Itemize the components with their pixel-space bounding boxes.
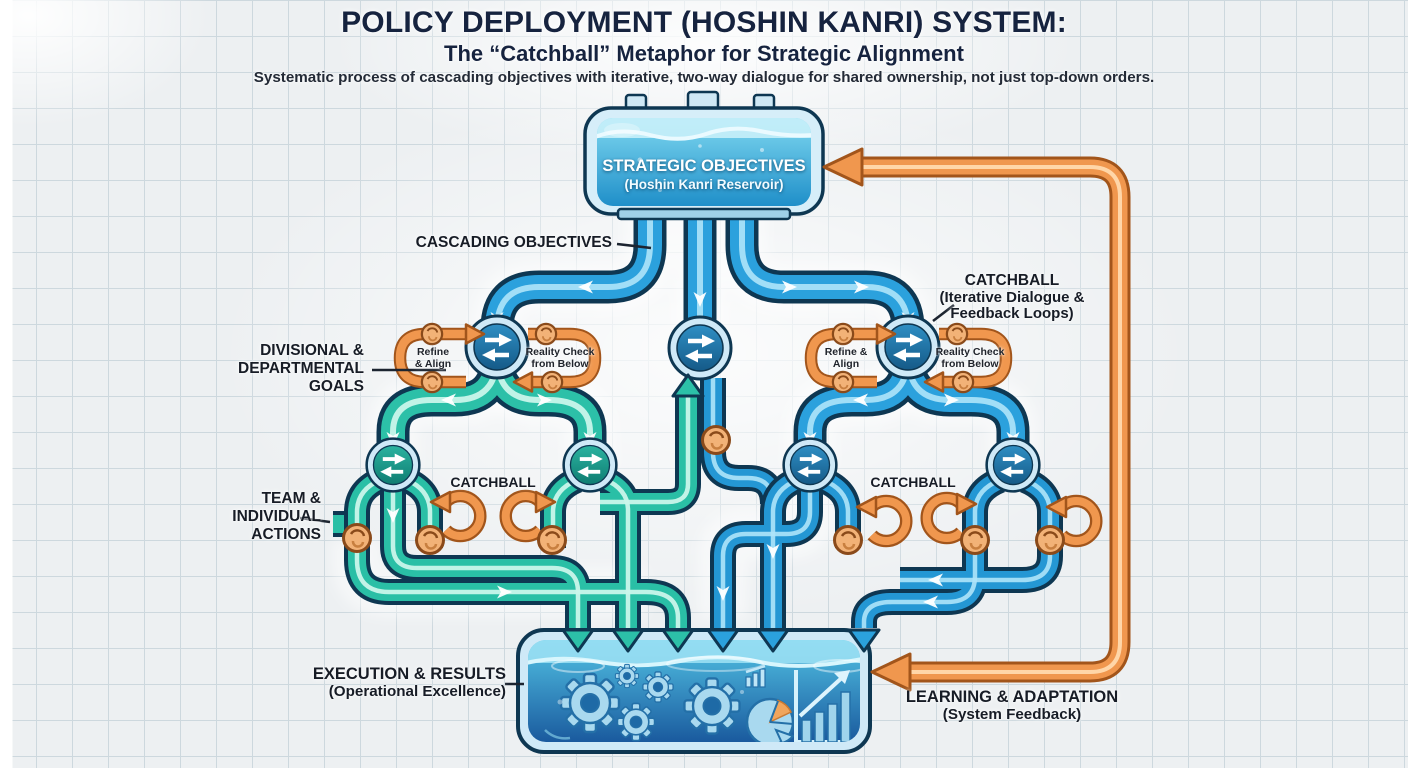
exchange-icon-divisional-right bbox=[877, 316, 939, 378]
catchball-ball-icon bbox=[534, 322, 558, 346]
divisional-line2: DEPARTMENTAL bbox=[238, 360, 364, 377]
exchange-icon-team-2 bbox=[561, 436, 619, 494]
execution-line1: EXECUTION & RESULTS bbox=[312, 665, 506, 683]
refine-align-badge-right: Refine & Align bbox=[824, 346, 868, 370]
gear-icon bbox=[559, 672, 621, 734]
label-connectors bbox=[299, 242, 955, 686]
learning-line2: (System Feedback) bbox=[942, 706, 1082, 723]
reality-left-line2: from Below bbox=[531, 357, 589, 370]
catchball-loop-reality-right bbox=[923, 322, 1013, 394]
catchball-ball-icon bbox=[833, 525, 863, 555]
feedback-arrowhead-top bbox=[822, 147, 864, 187]
learning-line1: LEARNING & ADAPTATION bbox=[905, 688, 1119, 706]
execution-line2: (Operational Excellence) bbox=[328, 683, 506, 700]
catchball-ball-icon bbox=[1035, 525, 1065, 555]
catchball-right-line3: Feedback Loops) bbox=[950, 305, 1074, 322]
catchball-loop-refine-left bbox=[393, 322, 486, 394]
reservoir-subtitle: (Hoshin Kanri Reservoir) bbox=[624, 177, 784, 192]
execution-tank bbox=[516, 628, 872, 754]
catchball-ball-icon bbox=[945, 322, 969, 346]
gear-icon bbox=[614, 663, 640, 689]
gear-icon bbox=[616, 702, 656, 742]
execution-results-label: EXECUTION & RESULTS (Operational Excelle… bbox=[313, 665, 506, 701]
gear-icon bbox=[642, 671, 674, 703]
catchball-right-label: CATCHBALL (Iterative Dialogue & Feedback… bbox=[939, 272, 1084, 322]
catchball-right-line2: (Iterative Dialogue & bbox=[939, 289, 1085, 306]
catchball-loop-reality-left bbox=[512, 322, 602, 394]
reservoir-title: STRATEGIC OBJECTIVES bbox=[602, 157, 806, 175]
exchange-icon-team-1 bbox=[364, 436, 422, 494]
feedback-arrowhead-bottom bbox=[870, 652, 912, 692]
team-line3: ACTIONS bbox=[251, 526, 321, 543]
reality-check-badge-right: Reality Check from Below bbox=[935, 346, 1005, 370]
divisional-goals-label: DIVISIONAL & DEPARTMENTAL GOALS bbox=[238, 342, 364, 396]
gear-icon bbox=[683, 677, 741, 735]
toss-arrow-icon bbox=[857, 497, 906, 541]
refine-align-badge-left: Refine & Align bbox=[414, 346, 452, 370]
team-actions-label: TEAM & INDIVIDUAL ACTIONS bbox=[232, 490, 321, 544]
catchball-ball-icon bbox=[342, 523, 372, 553]
feedback-pipe bbox=[822, 147, 1131, 692]
learning-adaptation-label: LEARNING & ADAPTATION (System Feedback) bbox=[906, 688, 1118, 724]
catchball-ball-icon bbox=[831, 322, 855, 346]
catchball-mid-right-label: CATCHBALL bbox=[870, 474, 956, 490]
refine-right-line2: Align bbox=[832, 357, 860, 370]
exchange-icon-divisional-left bbox=[466, 316, 528, 378]
refine-left-line2: & Align bbox=[414, 357, 452, 370]
pie-chart-icon bbox=[745, 697, 795, 742]
reality-check-badge-left: Reality Check from Below bbox=[525, 346, 595, 370]
cascading-objectives-label: CASCADING OBJECTIVES bbox=[415, 234, 612, 251]
catchball-ball-icon bbox=[415, 525, 445, 555]
catchball-right-line1: CATCHBALL bbox=[964, 272, 1060, 289]
team-line2: INDIVIDUAL bbox=[232, 508, 321, 525]
divisional-line1: DIVISIONAL & bbox=[260, 342, 364, 359]
catchball-ball-icon bbox=[537, 525, 567, 555]
catchball-loops bbox=[393, 322, 1013, 394]
reality-right-line1: Reality Check bbox=[935, 346, 1005, 358]
team-line1: TEAM & bbox=[261, 490, 321, 507]
reality-left-line1: Reality Check bbox=[525, 346, 595, 358]
catchball-mid-left-label: CATCHBALL bbox=[450, 474, 536, 490]
refine-right-line1: Refine & bbox=[824, 346, 868, 358]
page-subtitle: The “Catchball” Metaphor for Strategic A… bbox=[444, 41, 964, 66]
reservoir-tank bbox=[583, 90, 825, 221]
catchball-ball-icon bbox=[951, 370, 975, 394]
page-title: POLICY DEPLOYMENT (HOSHIN KANRI) SYSTEM: bbox=[341, 6, 1067, 39]
catchball-ball-icon bbox=[701, 425, 731, 455]
catchball-loop-refine-right bbox=[804, 322, 897, 394]
divisional-line3: GOALS bbox=[308, 378, 364, 395]
catchball-ball-icon bbox=[420, 322, 444, 346]
catchball-ball-icon bbox=[540, 370, 564, 394]
page-description: Systematic process of cascading objectiv… bbox=[253, 69, 1155, 86]
catchball-ball-icon bbox=[831, 370, 855, 394]
exchange-icon-center bbox=[669, 317, 731, 379]
catchball-ball-icon bbox=[420, 370, 444, 394]
bar-chart-icon bbox=[794, 670, 854, 742]
mini-chart-icon bbox=[745, 664, 766, 688]
reality-right-line2: from Below bbox=[941, 357, 999, 370]
exchange-icon-team-4 bbox=[984, 436, 1042, 494]
exchange-icon-team-3 bbox=[781, 436, 839, 494]
catchball-ball-icon bbox=[960, 525, 990, 555]
refine-left-line1: Refine bbox=[416, 346, 450, 358]
